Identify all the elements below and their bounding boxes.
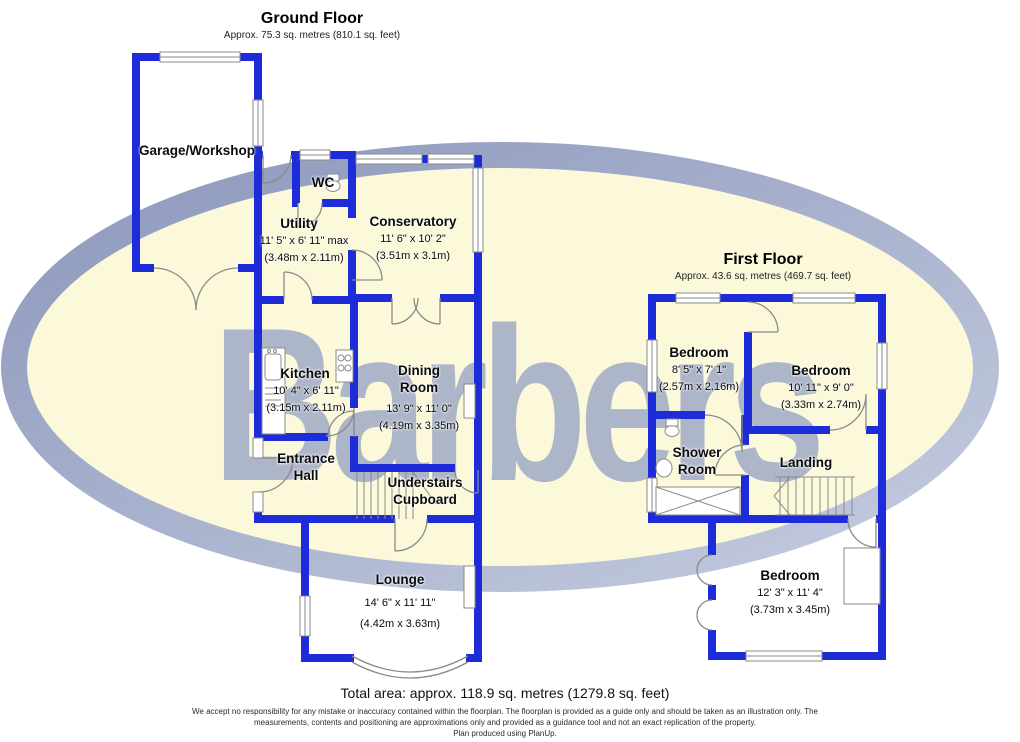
room-dims-bedroom2-imperial: 10' 11" x 9' 0" <box>788 382 854 394</box>
room-dims-utility-imperial: 11' 5" x 6' 11" max <box>259 235 349 247</box>
room-label-lounge: Lounge <box>375 572 425 587</box>
room-label-utility: Utility <box>280 216 318 231</box>
ground-floor-fixtures <box>261 173 354 435</box>
ground-floor-walls <box>132 53 482 662</box>
room-dims-bedroom3-metric: (3.73m x 3.45m) <box>749 604 831 616</box>
room-dims-dining-imperial: 13' 9" x 11' 0" <box>386 403 452 415</box>
ground-floor-windows <box>159 51 484 637</box>
room-dims-bedroom1-metric: (2.57m x 2.16m) <box>658 381 740 393</box>
room-dims-bedroom1-imperial: 8' 5" x 7' 1" <box>671 364 727 376</box>
first-floor-doors <box>696 301 877 631</box>
first-floor-title: First Floor <box>723 251 803 268</box>
room-dims-utility-metric: (3.48m x 2.11m) <box>264 252 344 264</box>
room-label-kitchen: Kitchen <box>280 366 330 381</box>
room-label-wc: WC <box>311 175 335 190</box>
room-label-bedroom1: Bedroom <box>669 345 729 360</box>
ground-floor-title: Ground Floor <box>260 10 364 27</box>
first-floor-fixtures <box>655 418 741 516</box>
room-dims-lounge-metric: (4.42m x 3.63m) <box>359 618 441 630</box>
room-label-landing: Landing <box>779 455 833 470</box>
room-dims-bedroom2-metric: (3.33m x 2.74m) <box>780 399 862 411</box>
room-dims-lounge-imperial: 14' 6" x 11' 11" <box>364 597 436 609</box>
ground-floor-doors <box>153 154 479 679</box>
room-label-bedroom2: Bedroom <box>791 363 851 378</box>
watermark-brand-text: Barbers <box>212 282 819 526</box>
room-dims-bedroom3-imperial: 12' 3" x 11' 4" <box>757 587 823 599</box>
first-floor-subtitle: Approx. 43.6 sq. metres (469.7 sq. feet) <box>674 271 852 282</box>
room-label-dining-room: Dining Room <box>398 363 440 395</box>
disclaimer-text: We accept no responsibility for any mist… <box>192 707 818 727</box>
room-label-conservatory: Conservatory <box>369 214 457 229</box>
first-floor-windows <box>646 292 888 662</box>
room-dims-kitchen-imperial: 10' 4" x 6' 11" <box>273 385 339 397</box>
first-floor-stairs <box>773 476 855 516</box>
ground-floor-subtitle: Approx. 75.3 sq. metres (810.1 sq. feet) <box>223 30 401 41</box>
room-dims-dining-metric: (4.19m x 3.35m) <box>378 420 460 432</box>
total-area-text: Total area: approx. 118.9 sq. metres (12… <box>340 685 670 701</box>
plan-produced-text: Plan produced using PlanUp. <box>453 729 557 738</box>
room-label-shower-room: Shower Room <box>672 445 722 477</box>
room-label-bedroom3: Bedroom <box>760 568 820 583</box>
room-dims-kitchen-metric: (3.15m x 2.11m) <box>266 402 346 414</box>
room-label-garage: Garage/Workshop <box>138 143 256 158</box>
room-dims-conservatory-metric: (3.51m x 3.1m) <box>376 250 450 262</box>
ground-floor-stairs <box>356 471 437 519</box>
room-label-understairs-cupboard: Understairs Cupboard <box>387 475 463 507</box>
room-dims-conservatory-imperial: 11' 6" x 10' 2" <box>380 233 446 245</box>
room-label-entrance-hall: Entrance Hall <box>277 451 335 483</box>
